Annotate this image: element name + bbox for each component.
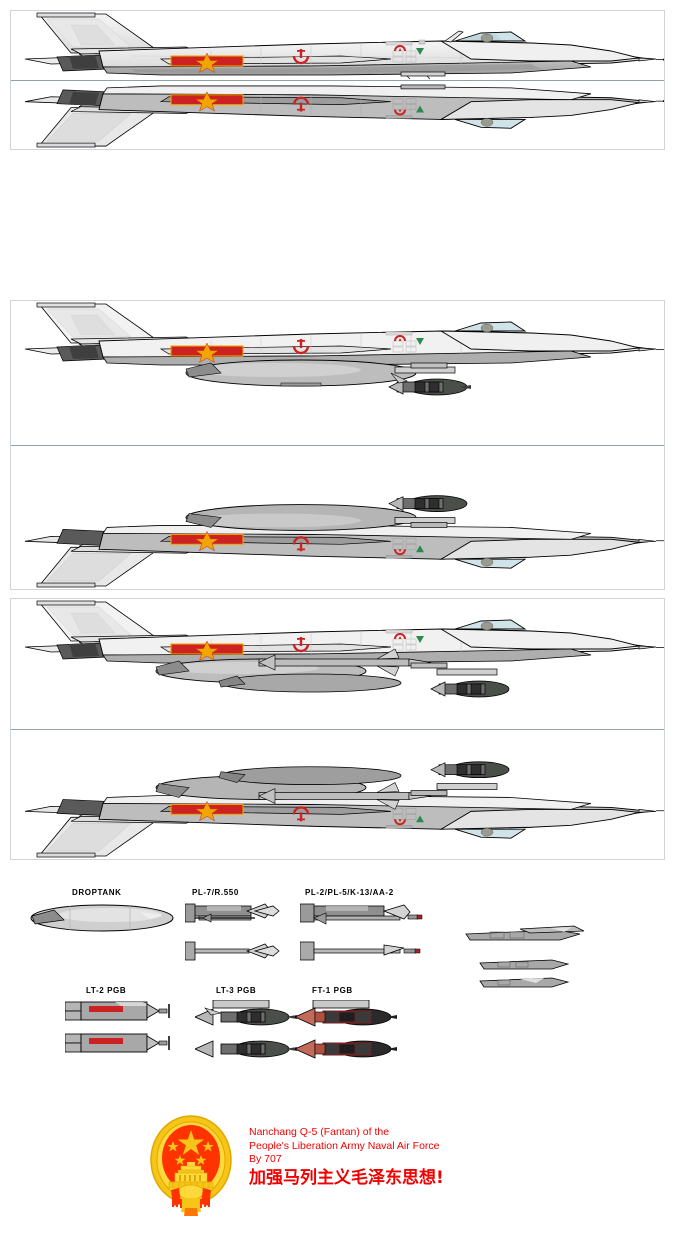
profile-clean-top <box>11 11 664 80</box>
credits-line-2: People's Liberation Army Naval Air Force <box>249 1139 440 1152</box>
credits-line-3: By 707 <box>249 1153 282 1165</box>
store-label-droptank: DROPTANK <box>72 888 122 897</box>
store-label-pl2-pl5-k13-aa2: PL-2/PL-5/K-13/AA-2 <box>305 888 394 897</box>
profile-group-heavy-strike <box>10 598 665 860</box>
prc-national-emblem <box>145 1112 237 1217</box>
store-art-pl7-r550 <box>185 902 285 972</box>
profile-group-clean <box>10 10 665 150</box>
stores-legend: DROPTANK PL-7/R.550 <box>0 880 679 1080</box>
profile-heavy-top <box>11 599 664 729</box>
store-art-pylon-rack <box>460 920 590 995</box>
store-art-lt2-pgb <box>65 1000 175 1065</box>
profile-light-top <box>11 301 664 445</box>
store-art-droptank <box>30 902 175 934</box>
store-art-lt3-pgb <box>195 1000 300 1065</box>
profile-heavy-inverted <box>11 729 664 859</box>
store-label-pl7-r550: PL-7/R.550 <box>192 888 239 897</box>
store-art-pl2-pl5-k13-aa2 <box>300 902 425 972</box>
store-label-lt2-pgb: LT-2 PGB <box>86 986 127 995</box>
slogan-text: 加强马列主义毛泽东思想! <box>249 1168 444 1188</box>
credits-text: Nanchang Q-5 (Fantan) of the People's Li… <box>249 1126 440 1167</box>
profile-group-light-strike <box>10 300 665 590</box>
credits-line-1: Nanchang Q-5 (Fantan) of the <box>249 1126 390 1138</box>
profile-light-inverted <box>11 445 664 589</box>
store-label-lt3-pgb: LT-3 PGB <box>216 986 257 995</box>
store-art-ft1-pgb <box>295 1000 400 1065</box>
profile-clean-inverted <box>11 80 664 149</box>
store-label-ft1-pgb: FT-1 PGB <box>312 986 353 995</box>
